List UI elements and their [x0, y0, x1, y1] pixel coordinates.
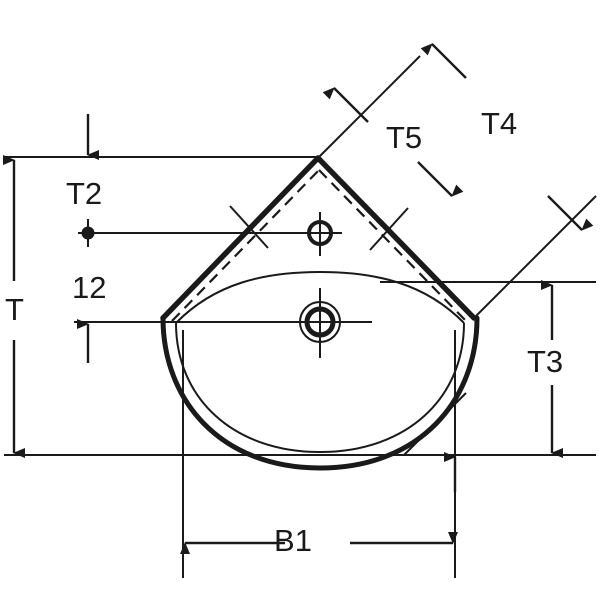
- t4-lower-leader: [403, 392, 467, 456]
- dimension-12-label: 12: [72, 270, 106, 305]
- feature-centre-marks: [285, 212, 356, 358]
- rear-wall-outer-left: [160, 155, 321, 321]
- dimension-12: 12: [72, 270, 106, 363]
- rear-wall-hidden-edge-right: [318, 169, 467, 322]
- dimension-T4-label: T4: [481, 106, 517, 141]
- bowl-outer-rim: [160, 315, 480, 471]
- dimension-B1-label: B1: [274, 523, 312, 558]
- dimension-B1: B1: [180, 523, 458, 558]
- dimension-T5-label: T5: [386, 120, 422, 155]
- extension-lines: [4, 156, 596, 578]
- t4-apex-extension-line: [317, 55, 421, 159]
- rear-wall-hidden-edge-left: [171, 169, 320, 322]
- dimension-T5-line-left: [322, 87, 369, 123]
- dimension-T5-line-right: [417, 161, 464, 197]
- basin-geometry: [160, 155, 480, 471]
- diagonal-leader-ticks: [403, 392, 467, 492]
- t5-start-tick: [229, 205, 269, 249]
- rear-wall-outer-right: [315, 155, 477, 321]
- dimension-T4-line-lower: [547, 195, 594, 231]
- dimension-T2-label: T2: [66, 176, 102, 211]
- t5-end-tick: [369, 207, 409, 251]
- bowl-inner-outline: [175, 270, 465, 324]
- dimension-T-label: T: [5, 292, 24, 327]
- dimension-T4: T4: [317, 43, 597, 319]
- dimension-T2: T2: [66, 114, 102, 211]
- dimension-T: T: [3, 155, 25, 458]
- t4-extension-line: [473, 195, 597, 319]
- tap-hole-icon: [307, 220, 333, 246]
- dimension-T3-label: T3: [527, 344, 563, 379]
- dimension-T4-line-upper: [420, 43, 467, 79]
- dimension-T5: T5: [229, 87, 464, 251]
- waste-outlet-inner-icon: [304, 306, 336, 338]
- bowl-inner-bottom: [175, 322, 465, 454]
- dimension-T3: T3: [527, 280, 563, 458]
